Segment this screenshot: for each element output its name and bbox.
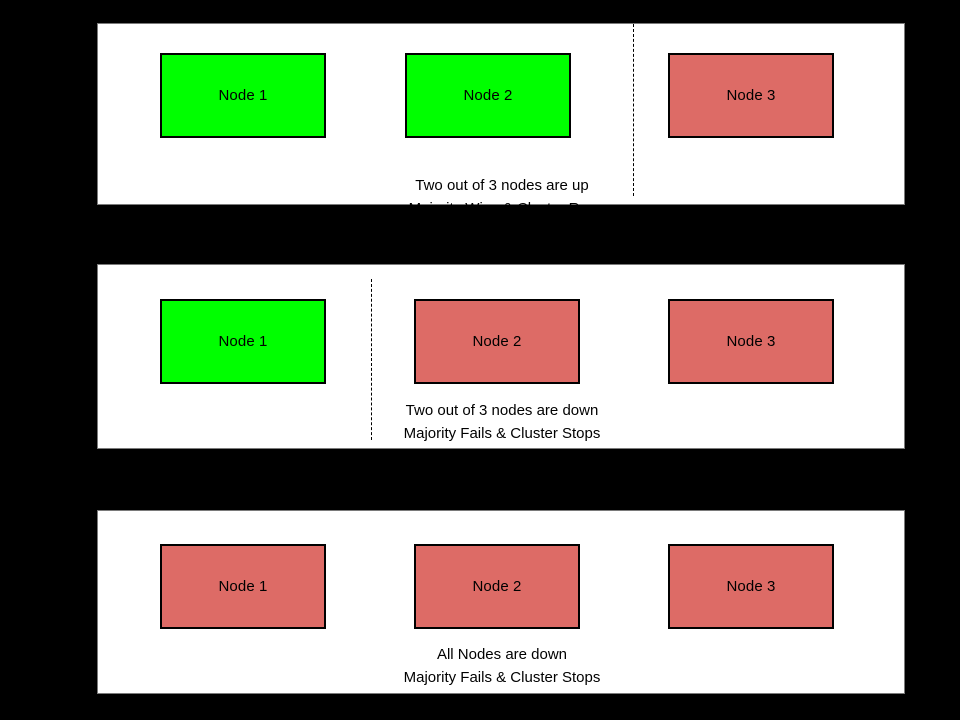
scenario-panel-two-down: Node 1 Node 2 Node 3 Two out of 3 nodes … <box>97 264 905 449</box>
node-label: Node 2 <box>463 87 513 104</box>
panel-caption: Two out of 3 nodes are down Majority Fai… <box>98 399 906 445</box>
node-box-3[interactable]: Node 3 <box>668 53 834 138</box>
node-label: Node 3 <box>726 333 776 350</box>
scenario-panel-two-up: Node 1 Node 2 Node 3 Two out of 3 nodes … <box>97 23 905 217</box>
node-box-1[interactable]: Node 1 <box>160 53 326 138</box>
node-label: Node 3 <box>726 578 776 595</box>
caption-line-2: , Majority Wins & Cluster Runs <box>400 200 604 217</box>
node-label: Node 1 <box>218 87 268 104</box>
node-box-3[interactable]: Node 3 <box>668 544 834 629</box>
quorum-divider-line <box>371 279 372 440</box>
quorum-divider-line <box>633 24 634 196</box>
node-label: Node 2 <box>472 333 522 350</box>
caption-line-1: Two out of 3 nodes are up <box>415 177 589 194</box>
panel-caption: All Nodes are down Majority Fails & Clus… <box>98 643 906 689</box>
node-label: Node 3 <box>726 87 776 104</box>
panel-caption: Two out of 3 nodes are up , Majority Win… <box>98 174 906 220</box>
caption-line-2: Majority Fails & Cluster Stops <box>403 669 601 686</box>
node-box-2[interactable]: Node 2 <box>414 544 580 629</box>
node-box-1[interactable]: Node 1 <box>160 299 326 384</box>
caption-line-1: All Nodes are down <box>436 646 568 663</box>
caption-line-1: Two out of 3 nodes are down <box>405 402 599 419</box>
node-label: Node 2 <box>472 578 522 595</box>
node-box-3[interactable]: Node 3 <box>668 299 834 384</box>
node-box-2[interactable]: Node 2 <box>414 299 580 384</box>
caption-line-2: Majority Fails & Cluster Stops <box>403 425 601 442</box>
node-box-1[interactable]: Node 1 <box>160 544 326 629</box>
node-box-2[interactable]: Node 2 <box>405 53 571 138</box>
scenario-panel-all-down: Node 1 Node 2 Node 3 All Nodes are down … <box>97 510 905 694</box>
node-label: Node 1 <box>218 578 268 595</box>
node-label: Node 1 <box>218 333 268 350</box>
